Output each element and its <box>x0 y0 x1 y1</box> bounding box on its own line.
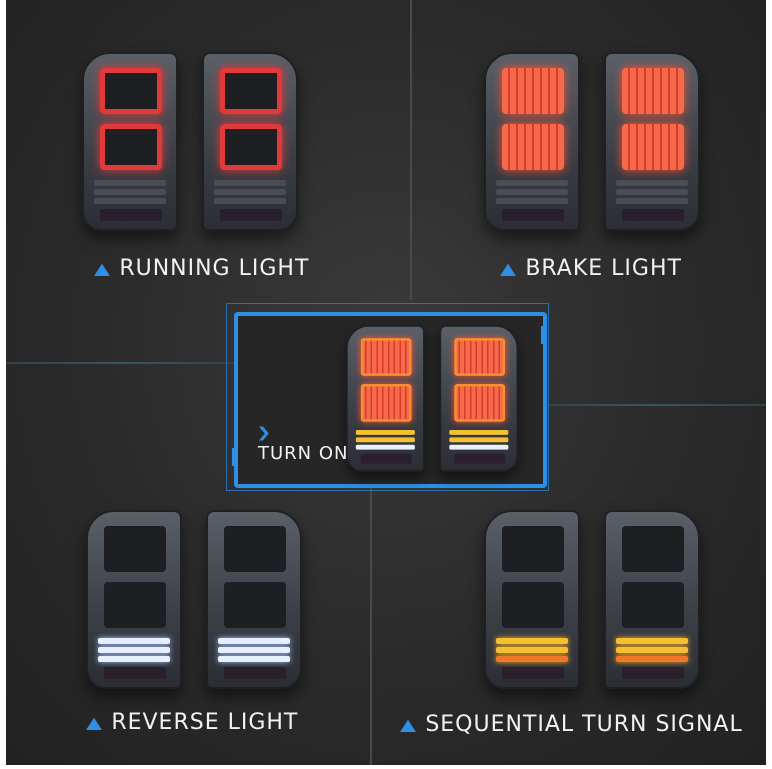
reverse-light-label: ▲ REVERSE LIGHT <box>86 710 299 735</box>
frame-tick <box>541 326 545 344</box>
highlight-frame-outer <box>226 303 549 491</box>
brake-light-taillights <box>484 52 700 231</box>
product-infographic: ▲ RUNNING LIGHT ▲ BRAKE LIGHT ❯ TURN ON … <box>6 0 766 765</box>
sequential-turn-signal-label: ▲ SEQUENTIAL TURN SIGNAL <box>400 712 743 737</box>
chevron-up-icon: ▲ <box>86 713 104 732</box>
sequential-turn-signal-taillights <box>484 510 700 689</box>
reverse-light-taillights <box>86 510 302 689</box>
chevron-up-icon: ▲ <box>94 259 112 278</box>
brake-light-label: ▲ BRAKE LIGHT <box>500 256 682 281</box>
frame-tick <box>232 448 236 466</box>
chevron-up-icon: ▲ <box>400 715 418 734</box>
chevron-up-icon: ▲ <box>500 259 518 278</box>
turn-on-label: ❯ TURN ON <box>256 425 349 464</box>
grid-line <box>410 0 412 300</box>
grid-line <box>370 486 372 765</box>
grid-line <box>544 404 766 406</box>
turn-on-taillights <box>346 325 519 472</box>
chevron-right-icon: ❯ <box>256 425 273 441</box>
running-light-label: ▲ RUNNING LIGHT <box>94 256 310 281</box>
running-light-taillights <box>82 52 298 231</box>
grid-line <box>6 362 234 364</box>
